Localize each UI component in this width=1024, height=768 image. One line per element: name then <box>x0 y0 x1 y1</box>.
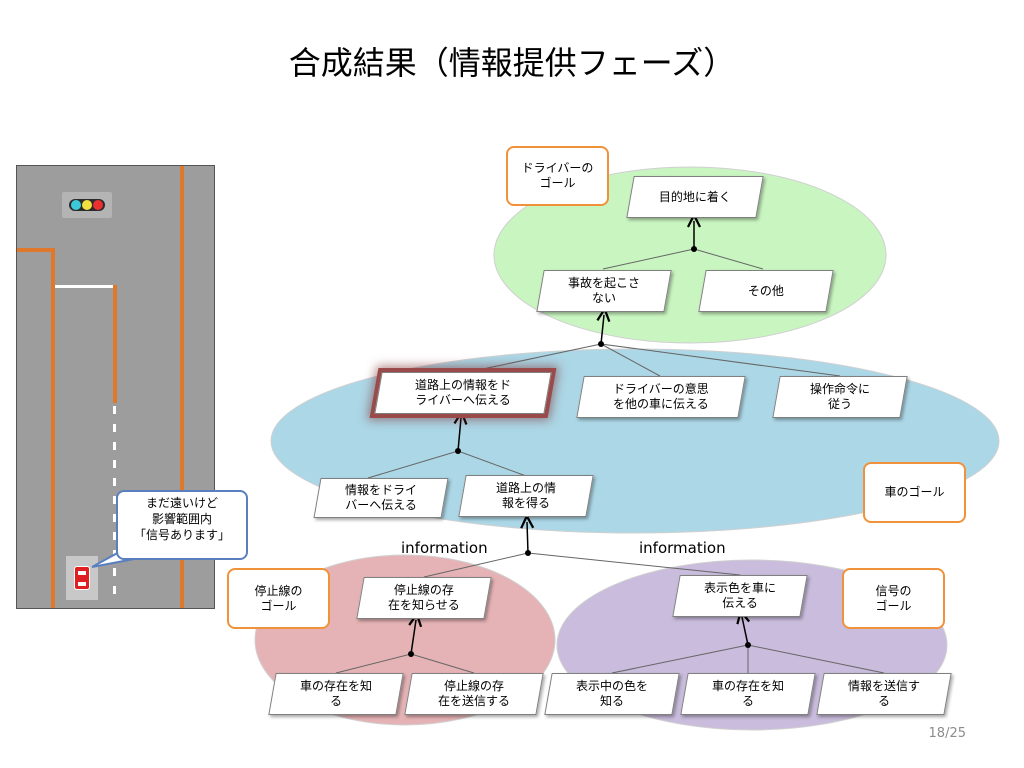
speech-callout: まだ遠いけど 影響範囲内 「信号あります」 <box>116 490 248 560</box>
link-line <box>600 343 841 377</box>
junction-dot <box>408 651 414 657</box>
link-line <box>410 653 475 674</box>
lane-dash <box>113 496 116 504</box>
car-window <box>78 571 86 575</box>
lane-dash <box>113 424 116 432</box>
stop-line <box>55 285 113 288</box>
callout-text: まだ遠いけど 影響範囲内 「信号あります」 <box>133 496 230 542</box>
arrow-line <box>742 617 748 646</box>
traffic-light-icon <box>62 192 112 218</box>
link-line <box>457 450 527 477</box>
lane-dash <box>113 514 116 522</box>
lane-line-left <box>51 248 55 608</box>
lane-dash <box>113 478 116 486</box>
link-line <box>693 248 764 270</box>
lane-dash <box>113 586 116 594</box>
arrow-line <box>458 418 461 452</box>
car-icon <box>74 566 90 590</box>
information-label-left: information <box>401 539 488 557</box>
junction-dot <box>525 550 531 556</box>
link-line <box>747 644 885 674</box>
lane-dash <box>113 406 116 414</box>
link-line <box>463 343 602 374</box>
lane-line-right <box>180 166 184 608</box>
lane-dash <box>113 532 116 540</box>
car-zone <box>66 556 98 600</box>
arrow-line <box>601 315 604 345</box>
information-label-right: information <box>639 539 726 557</box>
link-line <box>335 653 412 674</box>
junction-dot <box>455 448 461 454</box>
car-goal-label: 車のゴール <box>863 462 966 523</box>
stopline-goal-label: 停止線の ゴール <box>227 568 330 629</box>
page-title: 合成結果（情報提供フェーズ） <box>288 44 736 82</box>
lane-dash <box>113 460 116 468</box>
traffic-lamp-yellow <box>82 200 92 210</box>
car-window <box>78 582 86 586</box>
link-line <box>527 552 741 576</box>
arrow-line <box>527 522 528 554</box>
traffic-light-housing <box>69 199 105 211</box>
arrow-line <box>411 620 416 655</box>
link-line <box>423 552 529 578</box>
junction-dot <box>598 341 604 347</box>
lane-line-center <box>113 285 117 403</box>
link-line <box>602 248 695 270</box>
lane-line-left-top <box>17 248 55 252</box>
link-line <box>611 644 749 674</box>
page-number: 18/25 <box>928 726 966 741</box>
lane-dash <box>113 568 116 576</box>
junction-dot <box>745 642 751 648</box>
link-line <box>600 343 661 377</box>
junction-dot <box>691 246 697 252</box>
traffic-lamp-blue <box>71 200 81 210</box>
signal-goal-label: 信号の ゴール <box>842 568 945 629</box>
driver-goal-label: ドライバーの ゴール <box>506 146 609 206</box>
lane-dash <box>113 442 116 450</box>
link-line <box>367 450 459 479</box>
traffic-lamp-red <box>93 200 103 210</box>
